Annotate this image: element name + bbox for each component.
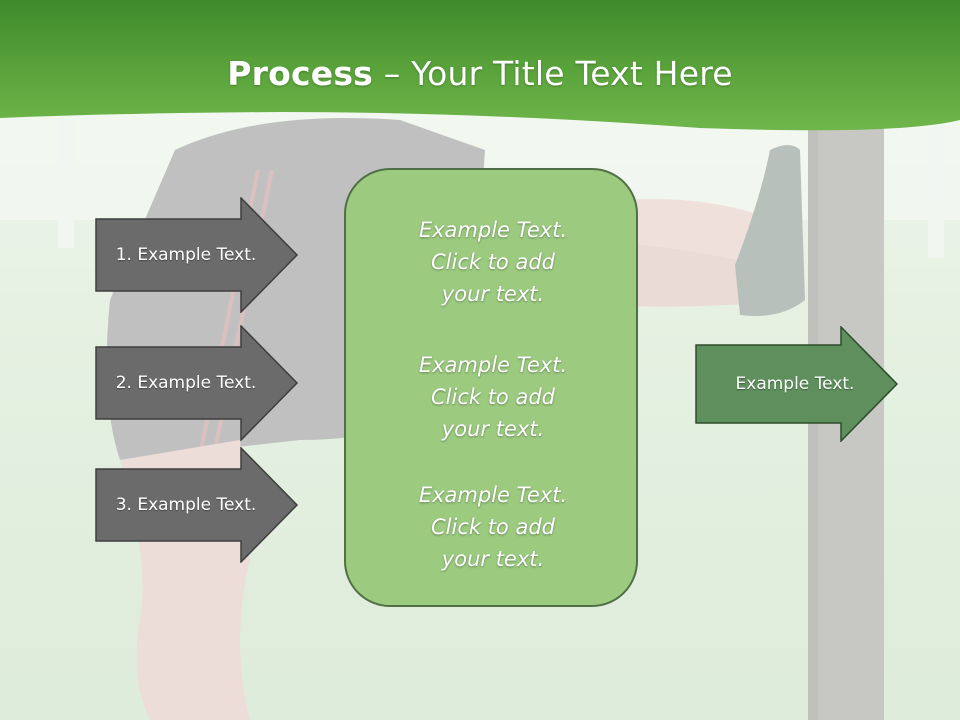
step-arrow-2[interactable]: 2. Example Text. bbox=[95, 325, 299, 441]
arrow-right-shape bbox=[95, 447, 299, 563]
step-label: 3. Example Text. bbox=[115, 495, 257, 515]
step-arrow-1[interactable]: 1. Example Text. bbox=[95, 197, 299, 313]
step-arrow-3[interactable]: 3. Example Text. bbox=[95, 447, 299, 563]
step-label: 2. Example Text. bbox=[115, 373, 257, 393]
arrow-right-shape bbox=[695, 326, 899, 442]
output-label: Example Text. bbox=[735, 374, 855, 394]
arrow-right-shape bbox=[95, 197, 299, 313]
page-title: Process – Your Title Text Here bbox=[0, 52, 960, 96]
arrow-right-shape bbox=[95, 325, 299, 441]
box-paragraph-3[interactable]: Example Text. Click to add your text. bbox=[418, 483, 568, 571]
output-arrow[interactable]: Example Text. bbox=[695, 326, 899, 442]
step-label: 1. Example Text. bbox=[115, 245, 257, 265]
title-bold: Process bbox=[227, 54, 374, 93]
center-text-box[interactable]: Example Text. Click to add your text. Ex… bbox=[344, 168, 638, 607]
box-paragraph-2[interactable]: Example Text. Click to add your text. bbox=[418, 353, 568, 441]
header-band bbox=[0, 0, 960, 131]
box-paragraph-1[interactable]: Example Text. Click to add your text. bbox=[418, 218, 568, 306]
title-rest: – Your Title Text Here bbox=[373, 54, 733, 93]
